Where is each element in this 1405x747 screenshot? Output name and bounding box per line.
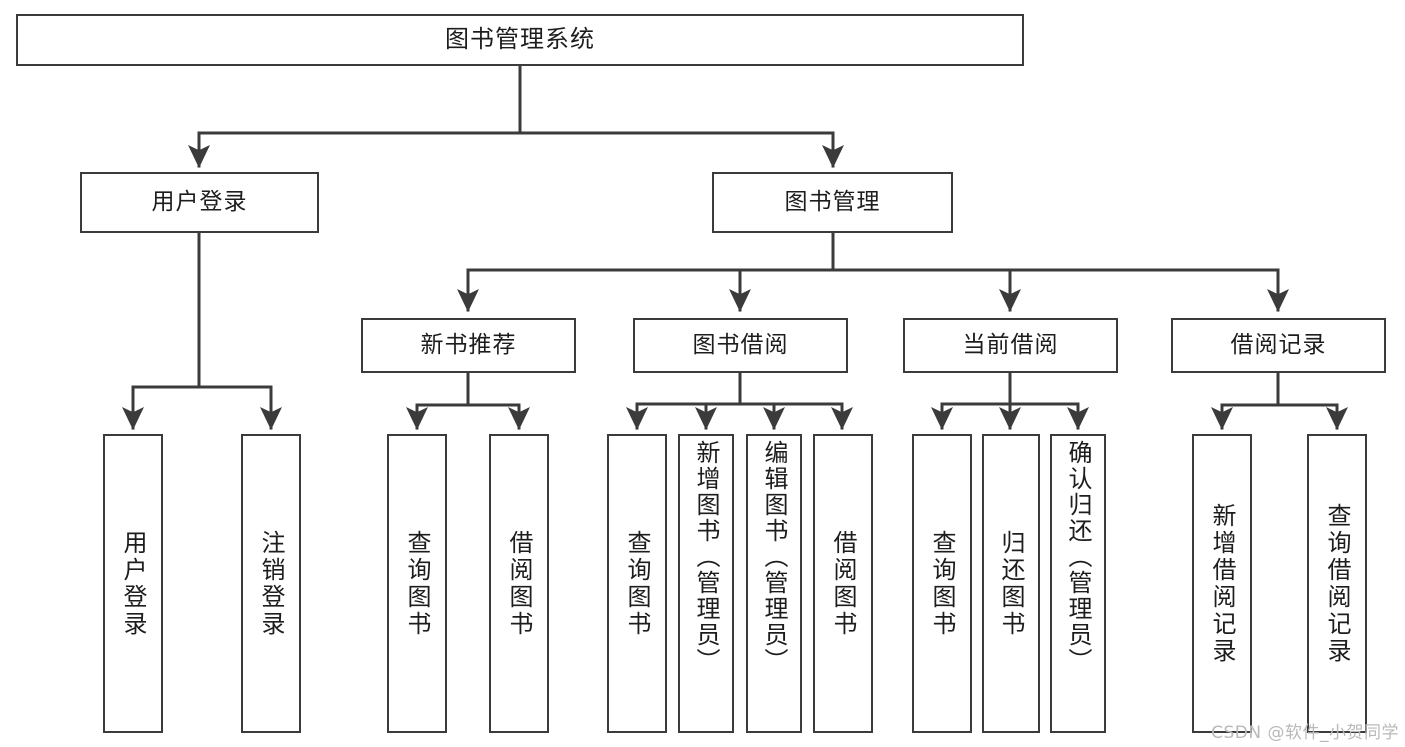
- node-book-borrow[interactable]: 图书借阅: [633, 318, 848, 373]
- node-label: 借阅图书: [505, 529, 533, 638]
- node-label: 借阅记录: [1230, 332, 1327, 359]
- node-label: 归还图书: [997, 529, 1025, 638]
- leaf-confirm-return-admin[interactable]: 确认归还（管理员）: [1050, 434, 1106, 733]
- leaf-add-book-admin[interactable]: 新增图书（管理员）: [678, 434, 734, 733]
- leaf-query-book-newbook[interactable]: 查询图书: [387, 434, 447, 733]
- node-label: 用户登录: [151, 189, 248, 216]
- leaf-query-borrow-record[interactable]: 查询借阅记录: [1307, 434, 1367, 733]
- node-label: 当前借阅: [962, 332, 1059, 359]
- node-label: 图书管理系统: [445, 25, 595, 54]
- node-book-management[interactable]: 图书管理: [712, 172, 953, 233]
- leaf-add-borrow-record[interactable]: 新增借阅记录: [1192, 434, 1252, 733]
- leaf-logout[interactable]: 注销登录: [241, 434, 301, 733]
- leaf-borrow-book-newbook[interactable]: 借阅图书: [489, 434, 549, 733]
- leaf-query-book-current[interactable]: 查询图书: [912, 434, 972, 733]
- node-borrow-records[interactable]: 借阅记录: [1171, 318, 1386, 373]
- node-label: 查询借阅记录: [1323, 502, 1351, 665]
- leaf-query-book-borrow[interactable]: 查询图书: [607, 434, 667, 733]
- node-label: 查询图书: [928, 529, 956, 638]
- node-label: 查询图书: [623, 529, 651, 638]
- leaf-borrow-book[interactable]: 借阅图书: [813, 434, 873, 733]
- node-label: 注销登录: [257, 529, 285, 638]
- node-user-login[interactable]: 用户登录: [80, 172, 319, 233]
- node-label: 图书借阅: [692, 332, 789, 359]
- node-label: 新增图书（管理员）: [692, 440, 720, 674]
- node-root-book-management-system[interactable]: 图书管理系统: [16, 14, 1024, 66]
- node-label: 图书管理: [784, 189, 881, 216]
- node-label: 用户登录: [119, 529, 147, 638]
- node-label: 编辑图书（管理员）: [760, 440, 788, 674]
- node-label: 确认归还（管理员）: [1064, 440, 1092, 674]
- leaf-return-book[interactable]: 归还图书: [982, 434, 1040, 733]
- watermark-csdn: CSDN @软件_小贺同学: [1211, 723, 1399, 743]
- leaf-edit-book-admin[interactable]: 编辑图书（管理员）: [746, 434, 802, 733]
- node-label: 新书推荐: [420, 332, 517, 359]
- node-label: 新增借阅记录: [1208, 502, 1236, 665]
- node-new-book-recommend[interactable]: 新书推荐: [361, 318, 576, 373]
- node-label: 查询图书: [403, 529, 431, 638]
- node-label: 借阅图书: [829, 529, 857, 638]
- leaf-user-login[interactable]: 用户登录: [103, 434, 163, 733]
- node-current-borrow[interactable]: 当前借阅: [903, 318, 1118, 373]
